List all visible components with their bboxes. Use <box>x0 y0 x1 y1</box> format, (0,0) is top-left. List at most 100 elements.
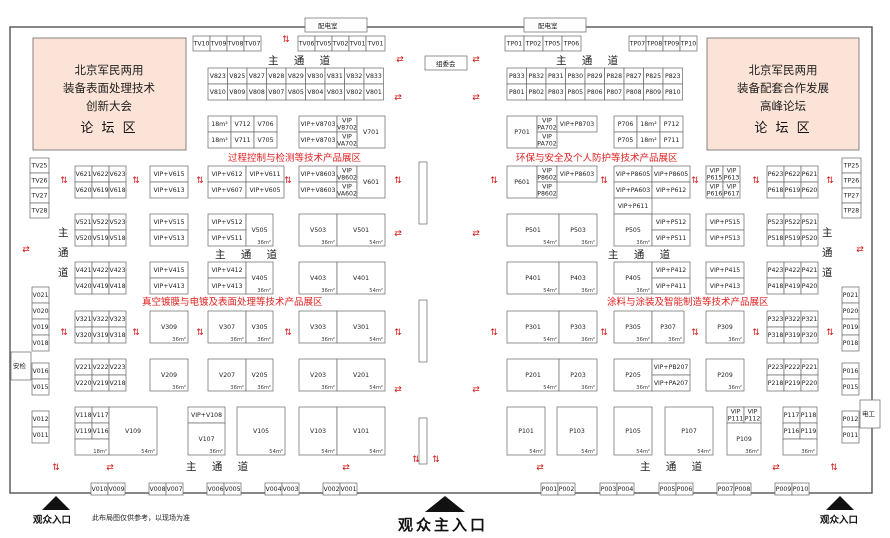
booth: V012 <box>31 410 50 428</box>
booth: V523 <box>108 213 127 231</box>
booth-label: P423 <box>768 267 784 274</box>
booth-label: VIP <box>542 168 552 175</box>
vip-booth: VIP+V108 <box>187 406 226 424</box>
tp-booth: TP25 <box>841 157 862 174</box>
forum-right: 北京军民两用 装备配套合作发展 高峰论坛 论 坛 区 <box>706 37 860 151</box>
booth-label: V622 <box>92 171 108 178</box>
booth-label: V711 <box>234 137 250 144</box>
booth-label: VIP+V515 <box>153 219 184 226</box>
booth: V832 <box>344 67 365 85</box>
booth: 18m² <box>207 115 232 133</box>
booth-label: V421 <box>75 267 91 274</box>
booth-label: VIP+V413 <box>211 283 242 290</box>
booth: V807 <box>266 83 287 101</box>
booth-label: P419 <box>785 283 801 290</box>
booth: V619 <box>91 181 110 199</box>
booth-label: VIP+V8703 <box>301 137 336 144</box>
direction-arrow-icon: ⇅ <box>52 463 60 473</box>
booth-label: P021 <box>843 292 859 299</box>
booth: 18m² <box>636 131 661 149</box>
booth: V621 <box>74 165 93 183</box>
direction-arrow-icon: ⇅ <box>412 455 420 465</box>
booth-label: V307 <box>219 324 235 331</box>
booth: P418 <box>766 277 785 295</box>
booth-label: VIP <box>542 134 552 141</box>
booth-area: 54m² <box>697 449 711 455</box>
booth-label: VA702 <box>337 141 357 148</box>
booth-label: V419 <box>92 283 108 290</box>
side-room-left: 安检 <box>10 351 32 381</box>
direction-arrow-icon: ⇄ <box>472 93 480 103</box>
direction-arrow-icon: ⇄ <box>536 463 544 473</box>
direction-arrow-icon: ⇅ <box>284 176 292 186</box>
booth-area: 36m² <box>581 288 595 294</box>
booth: V420 <box>74 277 93 295</box>
booth-label: P307 <box>660 324 676 331</box>
booth-area: 36m² <box>321 337 335 343</box>
vip-booth: V009 <box>107 482 126 496</box>
booth: P823 <box>662 67 683 85</box>
booth: P518 <box>766 229 785 247</box>
booth-label: VIP+P511 <box>656 235 687 242</box>
booth-label: P421 <box>802 267 818 274</box>
booth: P622 <box>783 165 802 183</box>
booth-label: VIP+P411 <box>656 283 687 290</box>
booth-label: V809 <box>229 89 245 96</box>
booth: P223 <box>766 358 785 376</box>
booth-label: V8702 <box>337 125 357 132</box>
booth: V220 <box>74 374 93 392</box>
booth: P422 <box>783 261 802 279</box>
booth-label: V422 <box>92 267 108 274</box>
booth-label: VIP <box>710 184 720 191</box>
booth-label: V318 <box>109 332 125 339</box>
booth-label: TV05 <box>315 41 332 48</box>
tp-booth: TP27 <box>841 187 862 204</box>
booth-label: V016 <box>32 368 48 375</box>
booth-label: P209 <box>717 372 733 379</box>
booth: V803 <box>324 83 345 101</box>
booth-label: V107 <box>198 436 214 443</box>
booth-label: TV09 <box>210 41 227 48</box>
svg-text:组委会: 组委会 <box>436 59 456 68</box>
booth: V622 <box>91 165 110 183</box>
booth-label: V418 <box>109 283 125 290</box>
booth-label: TV01 <box>349 41 366 48</box>
svg-text:道: 道 <box>58 266 69 279</box>
booth: P015 <box>841 378 860 396</box>
booth-label: P119 <box>801 428 817 435</box>
booth-label: VIP+P512 <box>656 219 687 226</box>
booth-area: 36m² <box>728 337 742 343</box>
entrance-left-marker <box>42 496 70 510</box>
booth-label: P621 <box>802 171 818 178</box>
booth-label: V220 <box>75 380 91 387</box>
booth-label: VIP+PB207 <box>654 364 689 371</box>
booth-label: V623 <box>109 171 125 178</box>
vip-booth: TV07 <box>244 35 262 52</box>
booth-area: 36m² <box>745 449 759 455</box>
direction-arrow-icon: ⇅ <box>600 176 608 186</box>
booth-label: TV26 <box>31 178 48 185</box>
booth: P520 <box>800 229 819 247</box>
booth-label: P319 <box>785 332 801 339</box>
main-aisle-mid-right: 主 通 道 <box>608 248 676 261</box>
booth: V020 <box>31 302 50 320</box>
booth-label: P807 <box>606 89 622 96</box>
forum-left-line-3: 创新大会 <box>86 99 132 113</box>
booth-area: 36m² <box>172 385 186 391</box>
booth-label: P422 <box>785 267 801 274</box>
booth-label: V519 <box>92 235 108 242</box>
vip-booth: TV02 <box>332 35 350 52</box>
booth: P620 <box>800 181 819 199</box>
booth-label: P805 <box>567 89 583 96</box>
booth-label: 18m² <box>640 137 657 144</box>
